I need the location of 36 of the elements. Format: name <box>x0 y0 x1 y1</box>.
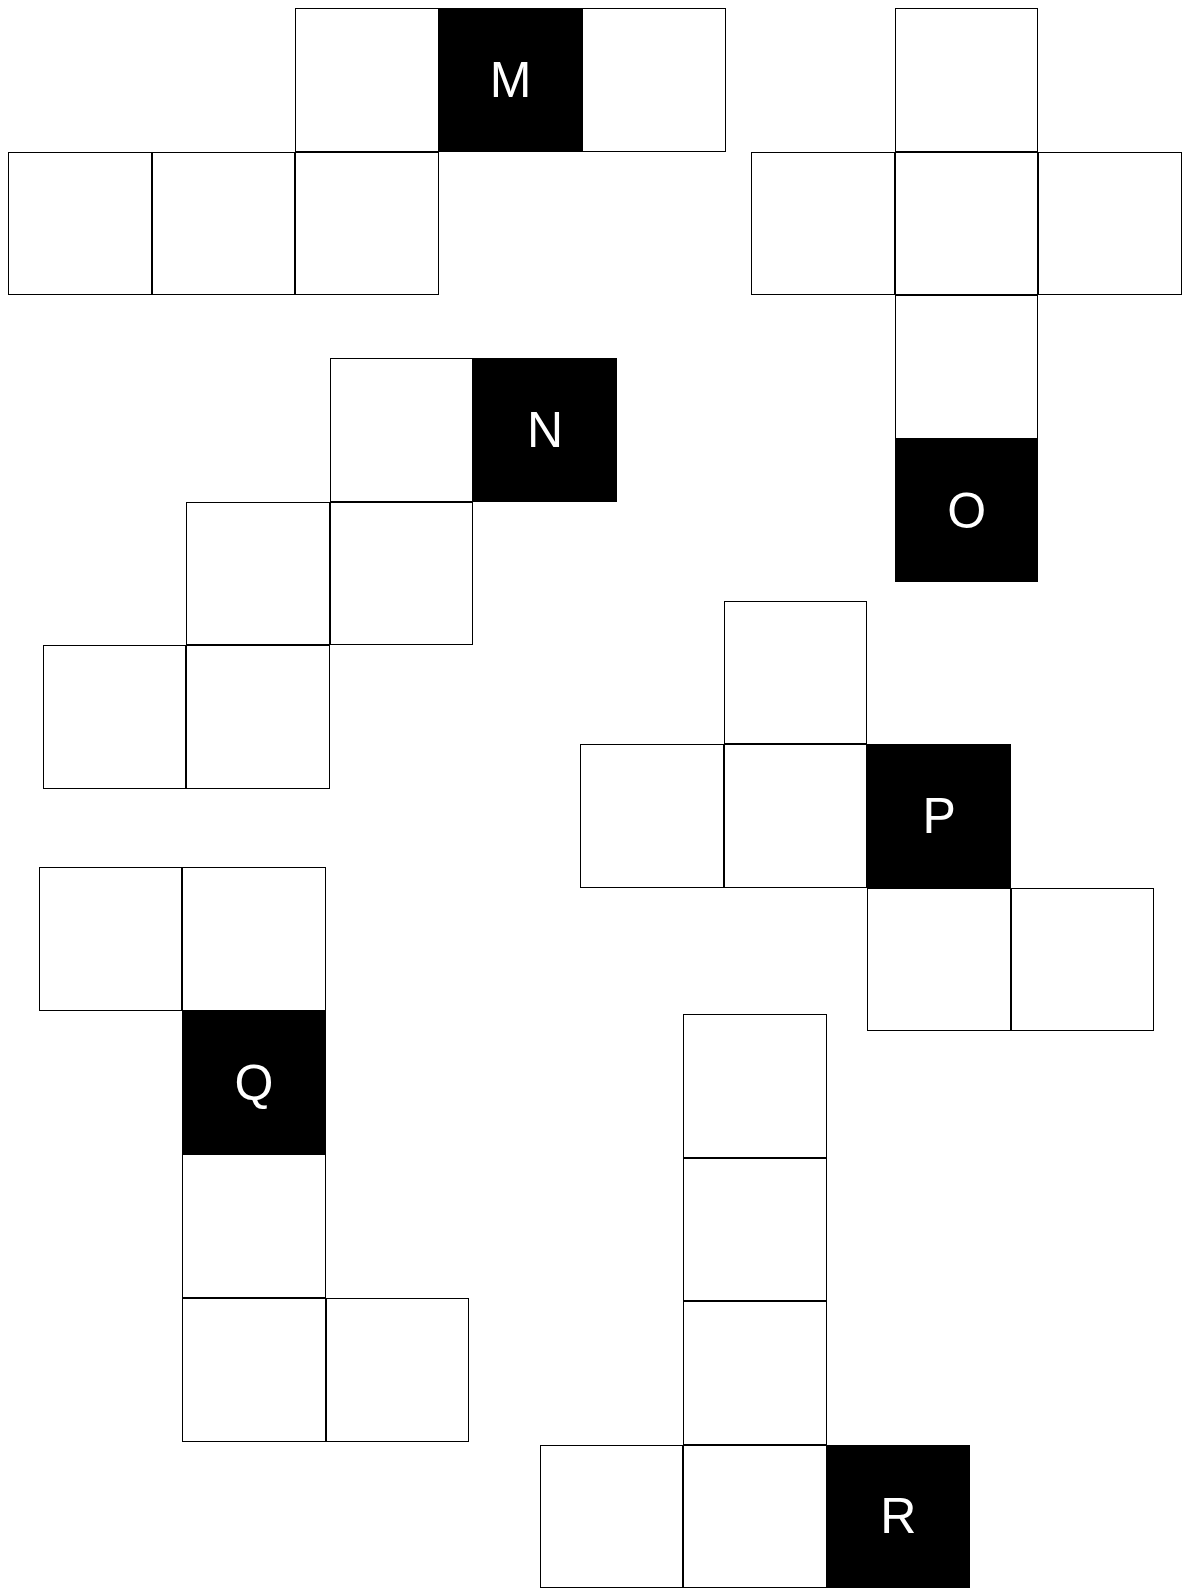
cube-face: P <box>867 744 1011 888</box>
cube-face: Q <box>182 1010 326 1155</box>
cube-face <box>182 1298 326 1442</box>
cube-face <box>723 744 868 888</box>
cube-face <box>295 151 439 296</box>
cube-face <box>683 1157 827 1302</box>
cube-face <box>186 645 330 789</box>
cube-face: R <box>826 1444 971 1589</box>
cube-face <box>186 501 330 646</box>
cube-face <box>182 867 326 1011</box>
cube-face <box>1038 151 1182 296</box>
cube-face <box>751 151 895 296</box>
cube-face <box>683 1301 827 1445</box>
cube-face: N <box>473 358 617 502</box>
cube-face <box>894 8 1039 152</box>
cube-face <box>580 744 724 888</box>
cube-face <box>42 645 187 789</box>
cube-face <box>38 867 183 1011</box>
cube-face <box>329 501 474 646</box>
cube-face <box>8 151 152 296</box>
cube-face <box>151 151 296 296</box>
cube-face <box>683 1013 827 1158</box>
cube-face <box>329 358 474 502</box>
cube-face <box>582 8 726 152</box>
cube-face <box>683 1444 827 1589</box>
cube-face: M <box>438 8 583 152</box>
cube-face <box>295 8 439 152</box>
cube-face: O <box>894 438 1039 583</box>
cube-face <box>723 600 868 745</box>
cube-face <box>894 151 1039 296</box>
cube-face <box>325 1298 470 1442</box>
cube-face <box>182 1154 326 1298</box>
cube-face <box>1010 887 1155 1032</box>
cube-face <box>539 1444 684 1589</box>
cube-face <box>894 295 1039 439</box>
cube-face <box>867 887 1011 1032</box>
